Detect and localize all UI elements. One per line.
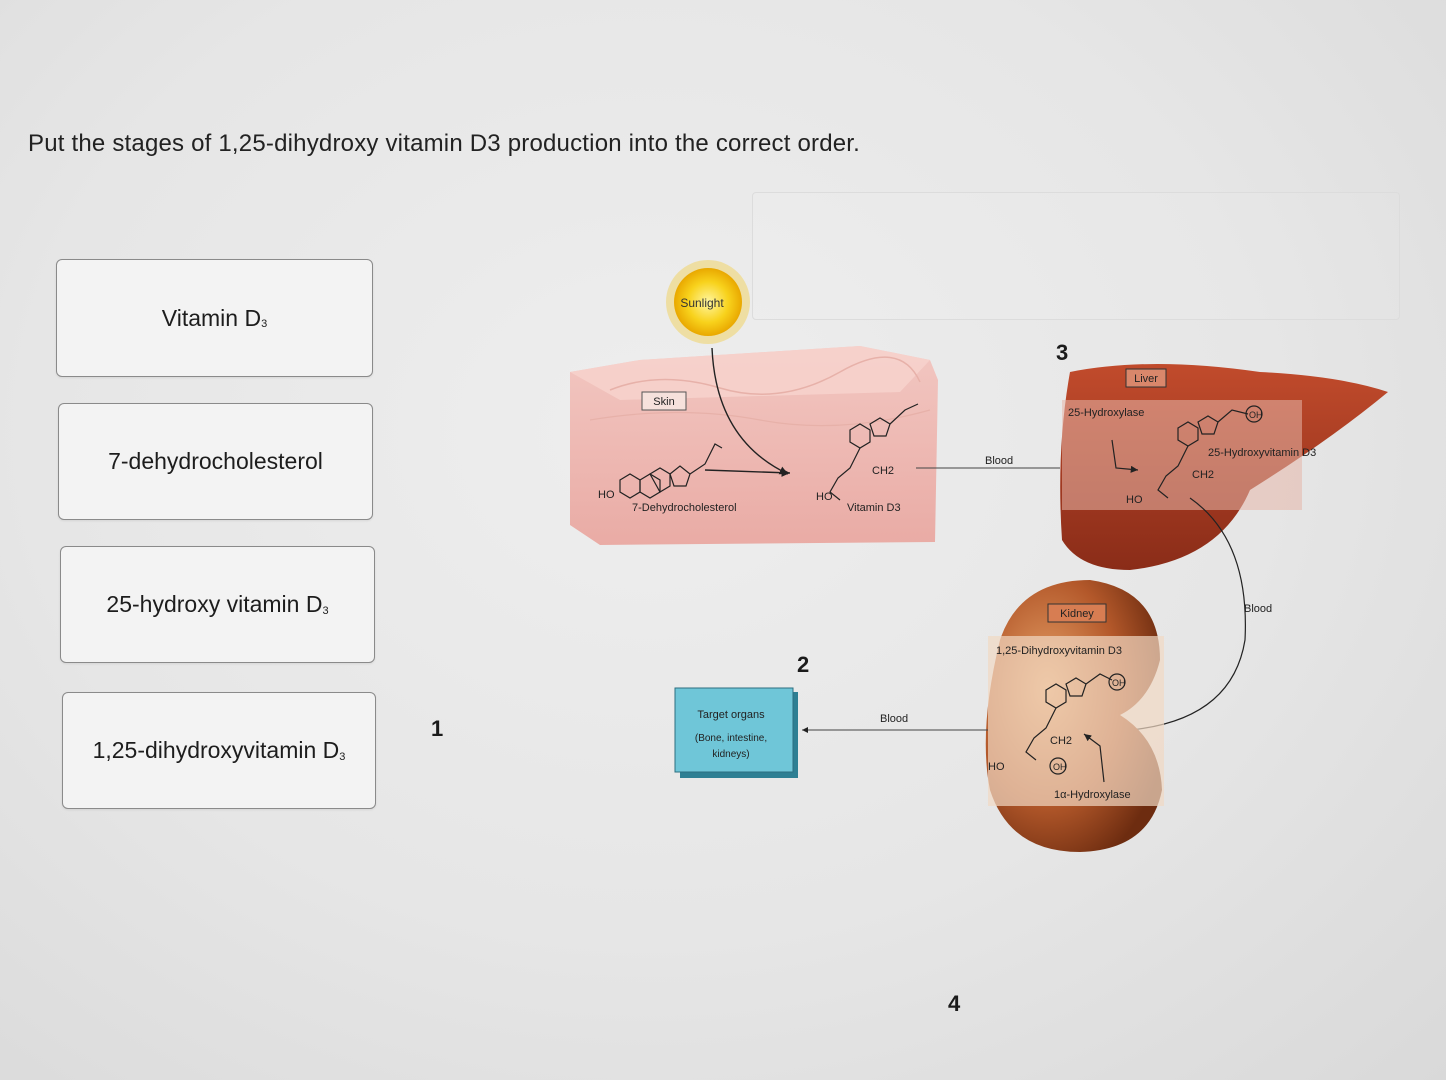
target-organs-box — [674, 687, 794, 773]
blood-label: Blood — [880, 713, 908, 725]
slot-number-2: 2 — [797, 652, 810, 677]
hydroxyvitamin-d3-label: 25-Hydroxyvitamin D3 — [1208, 447, 1316, 459]
question-text: Put the stages of 1,25-dihydroxy vitamin… — [28, 130, 861, 157]
ho-label: HO — [816, 491, 833, 503]
card-label: 7-dehydrocholesterol — [108, 448, 323, 474]
liver-label: Liver — [1134, 373, 1158, 385]
liver-reaction-arrow — [1111, 439, 1139, 473]
ho-label: HO — [598, 489, 615, 501]
ch2-label: CH2 — [872, 465, 894, 477]
answer-dropzone[interactable] — [752, 192, 1400, 320]
slot-number-1: 1 — [431, 716, 444, 741]
sunlight-arrow — [711, 347, 789, 475]
skin-block — [570, 346, 938, 545]
slot-number-4: 4 — [948, 991, 961, 1016]
target-organs-title: Target organs — [697, 709, 765, 721]
vitamin-d3-label: Vitamin D3 — [847, 502, 901, 514]
sun-icon — [666, 260, 750, 344]
dihydroxyvitamin-d3-label: 1,25-Dihydroxyvitamin D3 — [996, 645, 1122, 657]
card-label: Vitamin D — [161, 304, 262, 331]
dehydrocholesterol-label: 7-Dehydrocholesterol — [632, 502, 737, 514]
oh-label: OH — [1249, 410, 1263, 420]
alpha-hydroxylase-label: 1α-Hydroxylase — [1054, 789, 1131, 801]
sunlight-label: Sunlight — [680, 296, 724, 310]
card-label: 1,25-dihydroxyvitamin D — [92, 737, 340, 763]
blood-curve-liver-kidney — [1129, 497, 1246, 731]
dihydroxyvitamin-d3-molecule — [1025, 673, 1126, 775]
hydroxyvitamin-d3-molecule — [1157, 405, 1263, 499]
ho-label: HO — [988, 761, 1005, 773]
conversion-arrow — [704, 468, 791, 477]
dehydrocholesterol-molecule — [619, 443, 723, 499]
kidney-organ — [985, 580, 1164, 852]
ho-label: HO — [1126, 494, 1143, 506]
target-organs-line1: (Bone, intestine, — [695, 733, 767, 744]
blood-label: Blood — [985, 455, 1013, 467]
card-subscript: 3 — [322, 604, 329, 617]
card-7-dehydrocholesterol[interactable]: 7-dehydrocholesterol — [58, 403, 373, 520]
blood-label: Blood — [1244, 603, 1272, 615]
skin-label: Skin — [653, 396, 674, 408]
oh-label: OH — [1053, 762, 1067, 772]
liver-organ — [1060, 364, 1388, 570]
slot-number-3: 3 — [1056, 340, 1069, 365]
ch2-label: CH2 — [1050, 735, 1072, 747]
card-subscript: 3 — [339, 750, 346, 763]
oh-label: OH — [1112, 678, 1126, 688]
card-subscript: 3 — [261, 318, 268, 330]
target-organs-line2: kidneys) — [712, 749, 749, 760]
kidney-reaction-arrow — [1083, 733, 1105, 783]
hydroxylase-25-label: 25-Hydroxylase — [1068, 407, 1144, 419]
kidney-label: Kidney — [1060, 608, 1094, 620]
ch2-label: CH2 — [1192, 469, 1214, 481]
vitamin-d3-molecule — [829, 403, 919, 501]
card-label: 25-hydroxy vitamin D — [106, 591, 323, 617]
